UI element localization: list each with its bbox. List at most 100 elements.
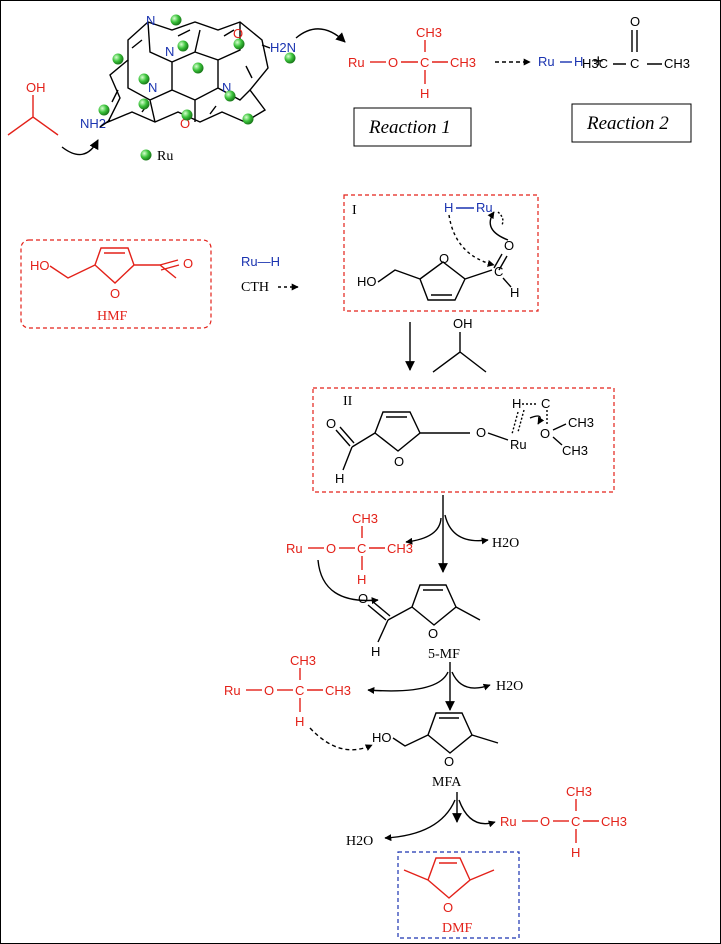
svg-text:N: N [146, 13, 155, 28]
svg-text:H: H [510, 285, 519, 300]
svg-text:Ru: Ru [286, 541, 303, 556]
svg-text:O: O [504, 238, 514, 253]
svg-text:II: II [343, 394, 353, 409]
reaction2-label: Reaction 2 [586, 113, 669, 134]
reaction1-label: Reaction 1 [368, 117, 451, 138]
arrow-isopropoxide-in-2 [367, 671, 449, 694]
hmf-structure: HO O O HMF [30, 247, 193, 324]
water-1: H2O [492, 536, 519, 551]
svg-text:Ru: Ru [500, 814, 517, 829]
svg-text:Ru: Ru [348, 55, 365, 70]
ru-legend-dot [140, 149, 152, 161]
svg-text:Ru: Ru [476, 200, 493, 215]
nh2-left-label: NH2 [80, 116, 106, 131]
arrow-to-isopropoxide [295, 28, 346, 43]
arrow-water-out-2 [451, 671, 491, 691]
arrow-isopropoxide-in-1 [405, 517, 442, 545]
svg-text:O: O [264, 683, 274, 698]
hmf-name: HMF [97, 309, 128, 324]
svg-text:CH3: CH3 [290, 653, 316, 668]
dmf-name: DMF [442, 921, 473, 936]
svg-text:H: H [512, 396, 521, 411]
arrow-ipa-to-amine [61, 139, 99, 156]
intermediate-I-box [343, 194, 539, 312]
5mf-name: 5-MF [428, 647, 460, 662]
svg-text:C: C [357, 541, 366, 556]
svg-text:O: O [540, 426, 550, 441]
svg-text:O: O [110, 286, 120, 301]
svg-text:OH: OH [453, 316, 473, 331]
svg-text:C: C [541, 396, 550, 411]
svg-text:O: O [233, 26, 243, 41]
svg-text:N: N [148, 80, 157, 95]
cth-step: Ru—H CTH [241, 254, 299, 295]
svg-text:H3C: H3C [582, 56, 608, 71]
svg-text:C: C [420, 55, 429, 70]
svg-text:H: H [574, 54, 583, 69]
svg-text:N: N [165, 44, 174, 59]
intermediate-II-box [312, 387, 615, 493]
svg-text:CH3: CH3 [450, 55, 476, 70]
svg-text:I: I [352, 203, 357, 218]
acetone: O C H3C CH3 [582, 14, 690, 71]
svg-text:O: O [540, 814, 550, 829]
water-2: H2O [496, 679, 523, 694]
svg-text:HO: HO [372, 730, 392, 745]
svg-text:H: H [444, 200, 453, 215]
intermediate-I: I H Ru O C H HO O [352, 200, 519, 301]
isopropanol-mid: OH [432, 316, 487, 373]
svg-text:N: N [222, 80, 231, 95]
plus-sign: + [593, 51, 604, 71]
svg-text:CH3: CH3 [601, 814, 627, 829]
dmf-box [397, 851, 520, 939]
arrow-hydride-to-5mf [317, 559, 379, 605]
svg-text:C: C [630, 56, 639, 71]
svg-text:O: O [394, 454, 404, 469]
svg-text:CH3: CH3 [387, 541, 413, 556]
svg-text:H: H [571, 845, 580, 860]
5mf-structure: O H O 5-MF [358, 584, 481, 662]
ru-nanoparticles [98, 14, 296, 125]
svg-text:O: O [630, 14, 640, 29]
svg-text:O: O [428, 626, 438, 641]
svg-text:O: O [439, 251, 449, 266]
isopropoxide-3: Ru O C CH3 CH3 H [500, 784, 627, 860]
svg-text:OH: OH [26, 80, 46, 95]
arrow-water-out-1 [444, 514, 489, 545]
svg-text:C: C [494, 264, 503, 279]
mfa-structure: HO O MFA [372, 712, 499, 790]
isopropoxide-2: Ru O C CH3 CH3 H [224, 653, 351, 729]
svg-text:CTH: CTH [241, 280, 269, 295]
svg-text:CH3: CH3 [352, 511, 378, 526]
svg-text:Ru—H: Ru—H [241, 254, 280, 269]
arrow-hydride-to-mfa [309, 727, 373, 751]
svg-text:Ru: Ru [224, 683, 241, 698]
arrow-water-out-3 [384, 799, 456, 842]
svg-text:H: H [420, 86, 429, 101]
svg-text:C: C [571, 814, 580, 829]
ru-legend-label: Ru [157, 149, 173, 164]
ru-hydride-top: Ru H [538, 54, 583, 69]
svg-text:Ru: Ru [510, 437, 527, 452]
reaction2-box [571, 103, 692, 143]
hmf-box [20, 239, 212, 329]
nh2-right-label: H2N [270, 40, 296, 55]
svg-text:CH3: CH3 [325, 683, 351, 698]
svg-text:O: O [358, 591, 368, 606]
svg-text:Ru: Ru [538, 54, 555, 69]
isopropoxide-top: Ru O C CH3 CH3 H [348, 25, 476, 101]
svg-text:CH3: CH3 [562, 443, 588, 458]
svg-text:CH3: CH3 [664, 56, 690, 71]
water-3: H2O [346, 834, 373, 849]
svg-text:H: H [357, 572, 366, 587]
svg-text:O: O [388, 55, 398, 70]
dmf-structure: O DMF [403, 857, 495, 936]
svg-text:HO: HO [30, 258, 50, 273]
reaction1-box [353, 107, 472, 147]
svg-text:O: O [326, 416, 336, 431]
svg-text:O: O [180, 116, 190, 131]
mfa-name: MFA [432, 775, 462, 790]
svg-text:H: H [371, 644, 380, 659]
intermediate-II: II O H O O Ru H C O CH3 CH3 [326, 394, 594, 486]
